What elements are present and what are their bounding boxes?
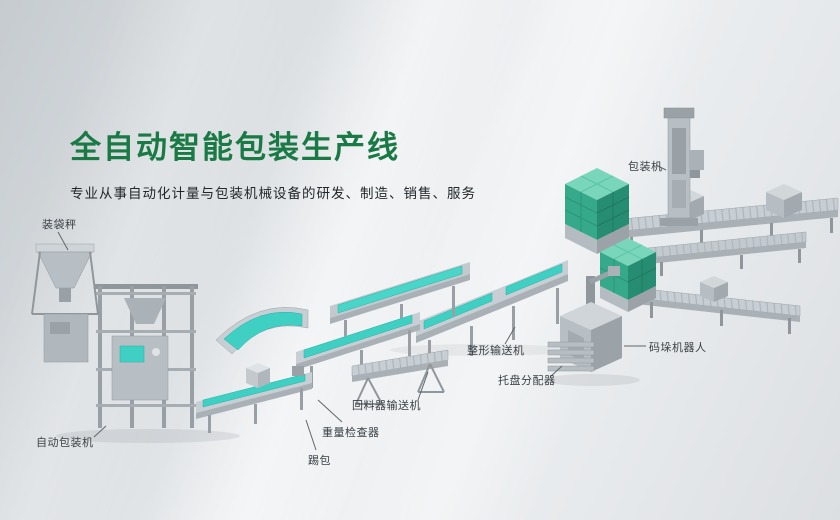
auto-packing-machine-frame <box>94 284 198 428</box>
label-weight-checker: 重量检查器 <box>322 427 380 439</box>
return-material-conveyor <box>351 349 449 405</box>
palletizing-robot-machine <box>560 266 622 372</box>
page-subtitle: 专业从事自动化计量与包装机械设备的研发、制造、销售、服务 <box>70 186 476 201</box>
callout-lines <box>57 164 667 451</box>
callout-auto-packing <box>93 425 107 438</box>
checkweigher-conveyor <box>196 363 312 433</box>
packaging-machine-tower <box>660 107 704 226</box>
label-pallet-distributor: 托盘分配器 <box>498 375 556 387</box>
pallet-distributor-stack <box>547 341 595 372</box>
label-packaging-machine: 包装机 <box>628 161 663 173</box>
callout-shaping-conveyor <box>504 326 516 345</box>
green-box-stack-a <box>564 168 630 254</box>
roller-conveyor-lower-right <box>635 276 801 334</box>
callout-kick-bag <box>305 419 317 451</box>
roller-conveyor-mid-right <box>647 231 807 276</box>
callout-pallet-distributor <box>549 365 563 378</box>
label-palletizing-robot: 码垛机器人 <box>649 342 707 354</box>
label-auto-packing: 自动包装机 <box>36 437 94 449</box>
callout-bagging-scale <box>57 231 69 251</box>
label-shaping-conveyor: 整形输送机 <box>467 345 525 357</box>
label-bagging-scale: 装袋秤 <box>42 219 77 231</box>
curve-conveyor <box>215 307 309 355</box>
callout-packaging-machine <box>655 164 667 171</box>
middle-belt-conveyor <box>296 312 420 388</box>
callout-return-conveyor <box>417 371 429 401</box>
callout-weight-checker <box>317 399 343 423</box>
label-kick-bag: 踢包 <box>308 455 331 467</box>
label-return-conveyor: 回料器输送机 <box>352 400 421 412</box>
page-title: 全自动智能包装生产线 <box>70 130 400 165</box>
bagging-scale-hopper <box>31 243 99 363</box>
